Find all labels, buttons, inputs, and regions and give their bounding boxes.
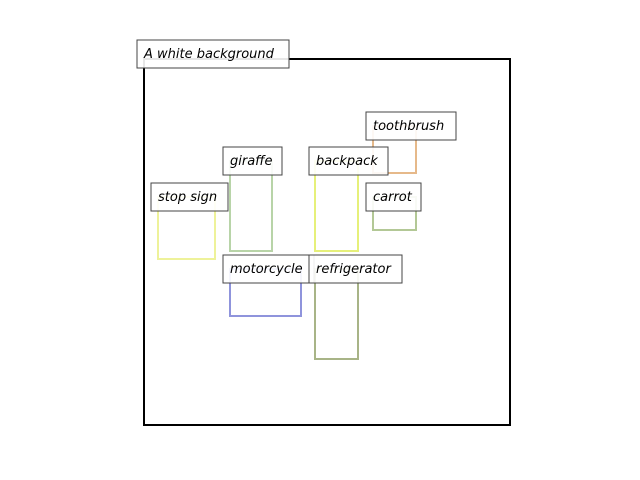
caption-text: A white background [143,47,275,62]
label-text-refrigerator: refrigerator [316,262,392,277]
label-giraffe: giraffe [222,146,283,176]
label-text-giraffe: giraffe [230,154,273,169]
label-text-toothbrush: toothbrush [373,119,444,134]
label-toothbrush: toothbrush [365,111,457,141]
caption-label-box [136,39,290,69]
label-text-backpack: backpack [316,154,378,169]
label-stop-sign: stop sign [150,182,229,212]
label-box-toothbrush [365,111,457,141]
label-text-carrot: carrot [373,190,413,205]
label-box-carrot [365,182,422,212]
label-text-stop-sign: stop sign [158,190,217,205]
caption-label: A white background [136,39,290,69]
label-motorcycle: motorcycle [222,254,315,284]
label-box-refrigerator [308,254,403,284]
object-labels: toothbrush giraffe backpack stop sign ca… [150,111,457,284]
label-box-backpack [308,146,389,176]
label-box-motorcycle [222,254,315,284]
label-box-stop-sign [150,182,229,212]
canvas-frame [143,58,511,426]
label-carrot: carrot [365,182,422,212]
label-backpack: backpack [308,146,389,176]
label-refrigerator: refrigerator [308,254,403,284]
label-text-motorcycle: motorcycle [230,262,303,277]
label-box-giraffe [222,146,283,176]
